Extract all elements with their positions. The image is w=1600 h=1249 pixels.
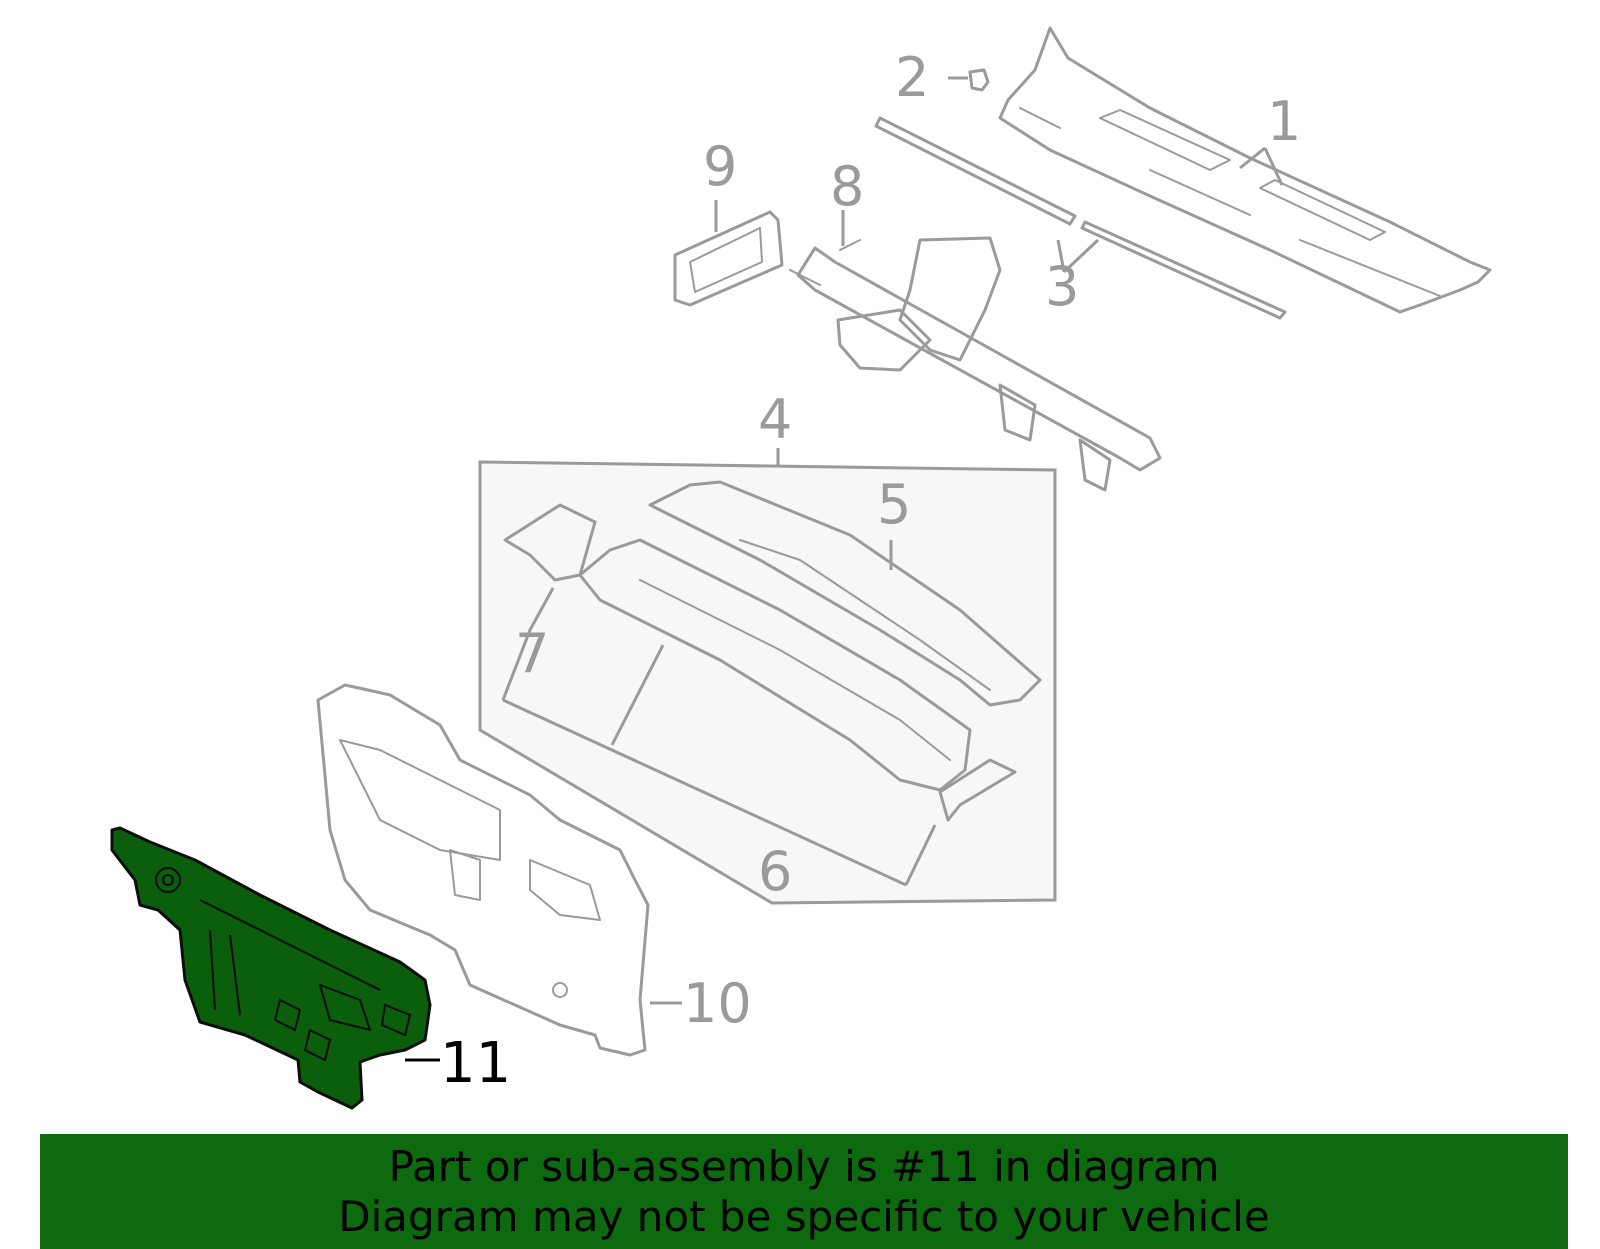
callout-10: 10	[683, 972, 752, 1035]
info-banner: Part or sub-assembly is #11 in diagram D…	[40, 1134, 1568, 1249]
banner-line-1: Part or sub-assembly is #11 in diagram	[388, 1141, 1220, 1191]
part-3-seals[interactable]	[874, 116, 1287, 320]
callout-4: 4	[758, 388, 792, 451]
part-11-dash-insulator[interactable]	[110, 826, 432, 1110]
callout-2: 2	[895, 46, 929, 109]
callout-7: 7	[515, 622, 549, 685]
group-4-box	[478, 460, 1057, 905]
callout-1: 1	[1267, 90, 1301, 153]
part-7-side-brackets[interactable]	[503, 503, 1017, 822]
callout-5: 5	[877, 473, 911, 536]
part-10-dash-panel[interactable]	[316, 683, 650, 1057]
part-9-bracket[interactable]	[673, 210, 784, 307]
callout-3: 3	[1045, 255, 1079, 318]
banner-line-2: Diagram may not be specific to your vehi…	[338, 1191, 1270, 1241]
part-2-clip[interactable]	[968, 68, 990, 92]
callout-11: 11	[440, 1031, 511, 1096]
callout-9: 9	[703, 135, 737, 198]
part-5-reinforcement[interactable]	[648, 480, 1042, 707]
part-1-cowl-panel[interactable]	[998, 26, 1492, 314]
part-6-lower-cowl[interactable]	[578, 538, 972, 792]
part-8-cross-member[interactable]	[789, 236, 1162, 492]
callout-6: 6	[758, 840, 792, 903]
callout-8: 8	[830, 155, 864, 218]
leader-lines	[405, 76, 1284, 1062]
